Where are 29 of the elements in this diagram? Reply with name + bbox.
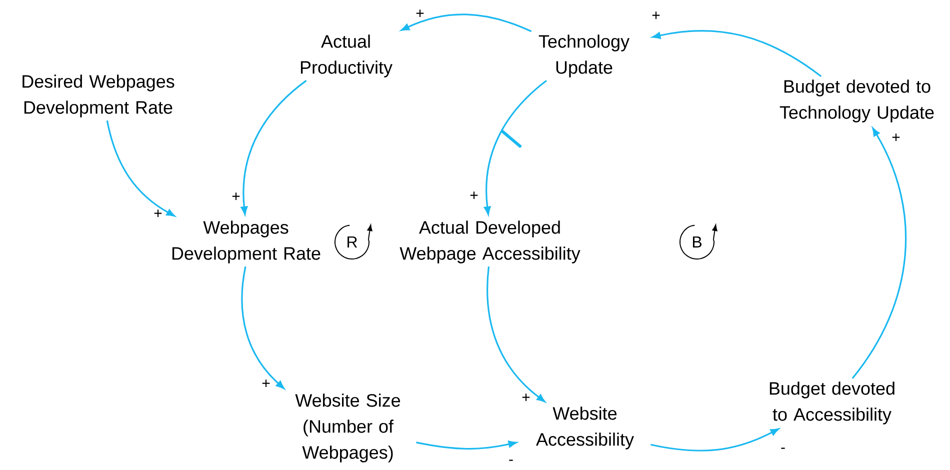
- causal-arrow: [652, 30, 822, 78]
- variable-text: Webpages Development Rate: [172, 220, 320, 264]
- polarity-sign: +: [154, 210, 162, 217]
- variable-text: Desired Webpages Development Rate: [22, 74, 174, 118]
- variable-text: Website Accessibility: [536, 406, 634, 450]
- variable-text: Budget devoted to Accessibility: [770, 382, 894, 424]
- polarity-sign: +: [416, 10, 424, 17]
- variable-text: Technology Update: [538, 34, 630, 78]
- variable-text: Actual Developed Webpage Accessibility: [400, 220, 580, 264]
- causal-arrow: [650, 428, 779, 452]
- polarity-sign: +: [522, 394, 530, 401]
- polarity-sign: -: [781, 448, 785, 449]
- polarity-sign: +: [232, 192, 240, 200]
- variable-text: Website Size (Number of Webpages): [295, 394, 400, 462]
- causal-arrow: [400, 14, 532, 32]
- causal-arrow: [484, 80, 547, 215]
- polarity-sign: -: [509, 460, 513, 461]
- variable-text: Budget devoted to Technology Update: [780, 80, 934, 122]
- causal-arrow: [852, 128, 907, 379]
- polarity-sign: +: [262, 380, 270, 387]
- polarity-sign: +: [652, 12, 660, 19]
- polarity-sign: +: [892, 134, 900, 141]
- causal-arrow: [240, 80, 307, 215]
- causal-arrow: [241, 266, 284, 389]
- causal-arrow: [106, 120, 175, 217]
- causal-arrow: [416, 440, 517, 450]
- variable-text: Actual Productivity: [300, 34, 392, 78]
- causal-arrow: [486, 266, 546, 402]
- polarity-sign: +: [470, 192, 478, 199]
